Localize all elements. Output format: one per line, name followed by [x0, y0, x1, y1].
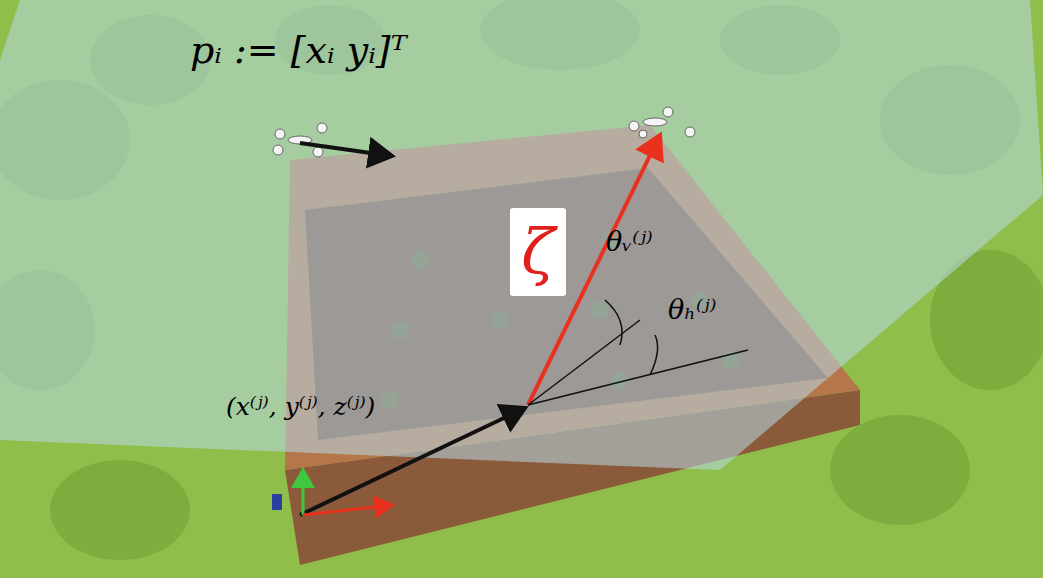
vertical-angle: θᵥ⁽ʲ⁾ — [606, 226, 653, 257]
zeta-symbol: ζ — [521, 221, 555, 283]
origin-coordinates: (x⁽ʲ⁾, y⁽ʲ⁾, z⁽ʲ⁾) — [226, 392, 375, 421]
symbol-box: ζ — [510, 208, 566, 296]
position-formula: pᵢ := [xᵢ yᵢ]ᵀ — [190, 28, 407, 72]
horizontal-angle: θₕ⁽ʲ⁾ — [668, 294, 716, 325]
